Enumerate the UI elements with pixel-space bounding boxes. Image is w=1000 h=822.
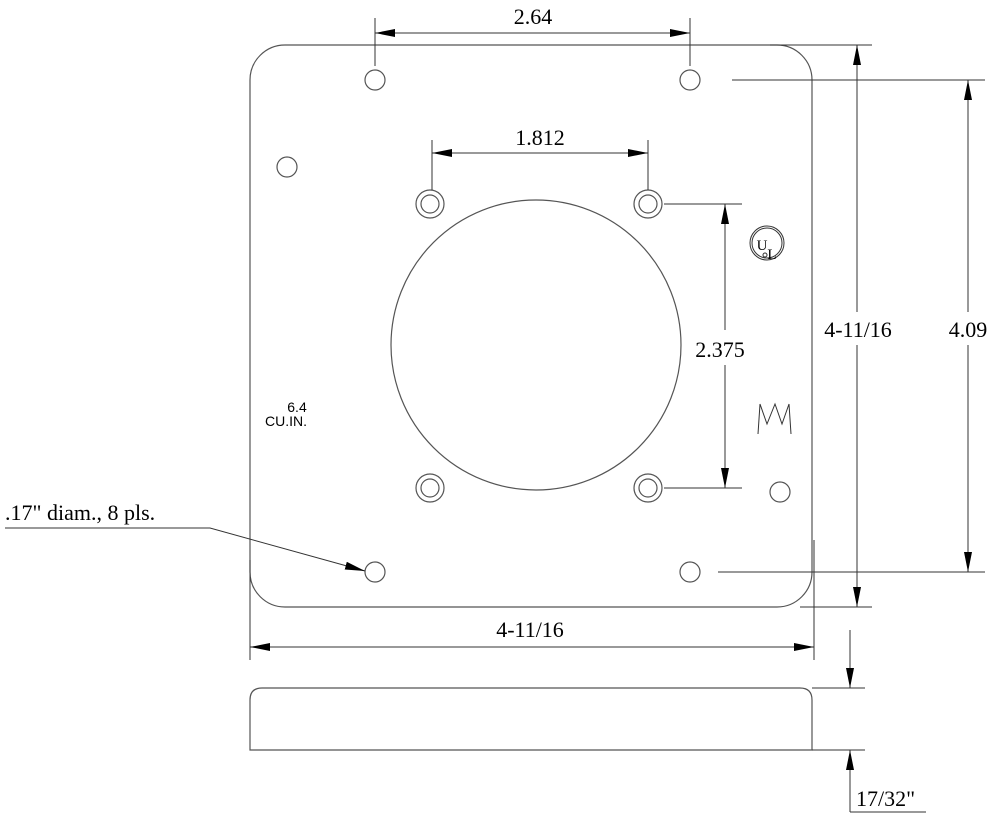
svg-text:U: U [757, 238, 768, 254]
volume-value: 6.4 [287, 399, 307, 415]
svg-text:4.09: 4.09 [949, 317, 988, 342]
device-holes [415, 189, 663, 503]
dim-inner-hole-vertical: 2.375 [664, 203, 748, 489]
svg-text:4-11/16: 4-11/16 [496, 617, 564, 642]
dim-inner-hole-spacing: 1.812 [431, 125, 649, 190]
side-view-outline [249, 687, 813, 751]
plate-outline [249, 44, 813, 608]
svg-text:2.375: 2.375 [695, 337, 745, 362]
svg-text:4-11/16: 4-11/16 [824, 317, 892, 342]
svg-text:.17" diam., 8 pls.: .17" diam., 8 pls. [5, 500, 155, 525]
maker-logo-icon [757, 402, 792, 435]
dim-plate-height: 4-11/16 [770, 44, 903, 608]
svg-text:L: L [767, 247, 776, 263]
svg-text:1.812: 1.812 [515, 125, 565, 150]
dim-plate-width: 4-11/16 [249, 540, 815, 660]
dim-thickness: 17/32" [812, 630, 926, 813]
hole-note: .17" diam., 8 pls. [5, 500, 366, 572]
mounting-holes [276, 69, 791, 583]
ul-logo-icon: U L [749, 225, 785, 263]
center-opening [390, 199, 682, 491]
svg-text:2.64: 2.64 [514, 4, 553, 29]
dim-outer-hole-vertical: 4.09 [718, 79, 996, 573]
svg-text:17/32": 17/32" [856, 786, 915, 811]
dim-top-hole-spacing: 2.64 [374, 4, 691, 66]
volume-unit: CU.IN. [265, 413, 307, 429]
